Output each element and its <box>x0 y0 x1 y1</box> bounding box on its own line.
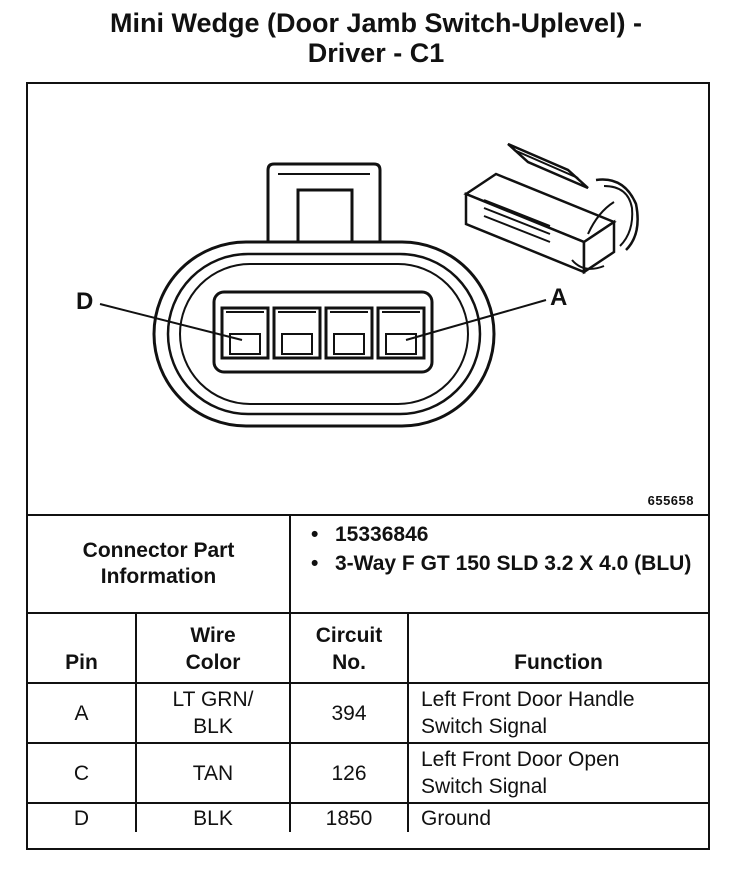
function-cell: Left Front Door Handle Switch Signal <box>406 682 709 744</box>
wire-color-cell: TAN <box>135 742 291 804</box>
title-line-1: Mini Wedge (Door Jamb Switch-Uplevel) - <box>109 8 643 38</box>
circuit-cell: 394 <box>289 682 409 744</box>
table-row: C TAN 126 Left Front Door Open Switch Si… <box>28 742 709 804</box>
part-description: 3-Way F GT 150 SLD 3.2 X 4.0 (BLU) <box>311 549 700 578</box>
terminal-d <box>220 306 270 360</box>
title-line-2: Driver - C1 <box>307 38 445 68</box>
connector-latch <box>266 162 382 252</box>
terminal-c <box>272 306 322 360</box>
header-circuit: Circuit No. <box>289 612 409 684</box>
pin-cell: A <box>28 682 137 744</box>
header-pin: Pin <box>28 612 137 684</box>
connector-housing-inner <box>166 252 482 416</box>
pin-label-d: D <box>76 288 94 315</box>
table-header-row: Pin Wire Color Circuit No. Function <box>28 612 709 684</box>
pin-cell: D <box>28 802 137 832</box>
connector-sheet: D A 655658 Connector Part Information 15… <box>26 82 710 850</box>
connector-3d-sketch <box>463 142 639 275</box>
connector-drawing <box>99 142 639 428</box>
connector-table: Connector Part Information 15336846 3-Wa… <box>28 516 709 832</box>
wire-color-cell: BLK <box>135 802 291 832</box>
terminal-a <box>376 306 426 360</box>
connector-housing-outer <box>152 240 496 428</box>
connector-part-row: Connector Part Information 15336846 3-Wa… <box>28 516 709 614</box>
terminal-b <box>324 306 374 360</box>
circuit-cell: 1850 <box>289 802 409 832</box>
wire-color-cell: LT GRN/ BLK <box>135 682 291 744</box>
page-title: Mini Wedge (Door Jamb Switch-Uplevel) - … <box>0 8 752 68</box>
connector-part-values: 15336846 3-Way F GT 150 SLD 3.2 X 4.0 (B… <box>288 516 709 614</box>
pin-label-a: A <box>550 284 568 311</box>
connector-part-label: Connector Part Information <box>28 516 291 614</box>
pin-cell: C <box>28 742 137 804</box>
leader-line-d <box>99 303 243 341</box>
function-cell: Left Front Door Open Switch Signal <box>406 742 709 804</box>
table-row: A LT GRN/ BLK 394 Left Front Door Handle… <box>28 682 709 744</box>
header-function: Function <box>406 612 709 684</box>
connector-housing-rim <box>179 263 469 405</box>
table-row: D BLK 1850 Ground <box>28 802 709 832</box>
header-wire-color: Wire Color <box>135 612 291 684</box>
function-cell: Ground <box>406 802 709 832</box>
part-number: 15336846 <box>311 520 700 549</box>
circuit-cell: 126 <box>289 742 409 804</box>
leader-line-a <box>405 299 547 341</box>
connector-figure: D A 655658 <box>28 84 708 516</box>
figure-id: 655658 <box>647 493 694 508</box>
